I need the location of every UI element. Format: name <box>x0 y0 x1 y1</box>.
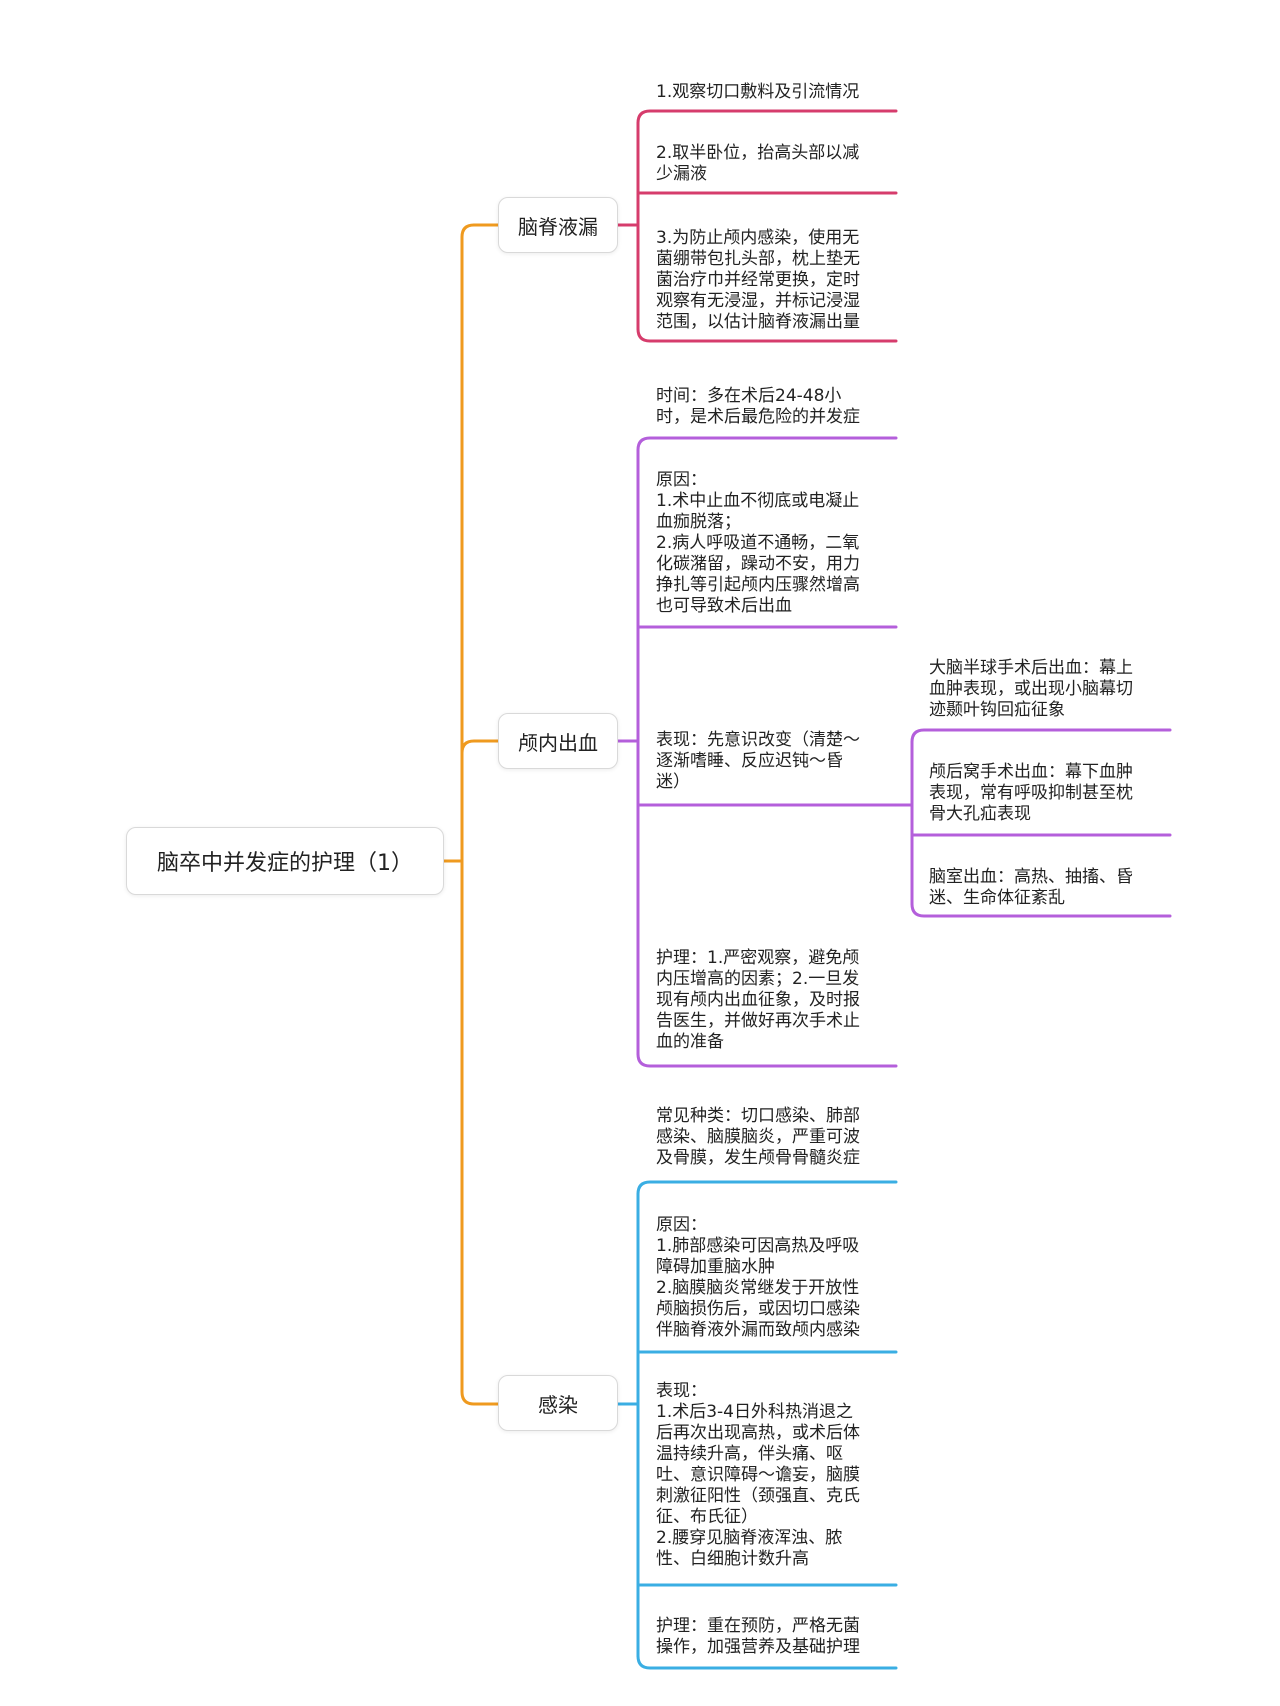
root-node[interactable]: 脑卒中并发症的护理（1） <box>126 827 444 895</box>
branch-infection[interactable]: 感染 <box>498 1375 618 1431</box>
branch-intracranial-hemorrhage[interactable]: 颅内出血 <box>498 713 618 769</box>
branch-2-underline-4 <box>636 1052 898 1068</box>
branch-1-underline-3 <box>636 327 898 343</box>
branch-3-underline-4 <box>636 1654 898 1670</box>
subleaf-hemisphere-bleed[interactable]: 大脑半球手术后出血：幕上 血肿表现，或出现小脑幕切 迹颞叶钩回疝征象 <box>929 658 1133 720</box>
leaf-infection-cause[interactable]: 原因： 1.肺部感染可因高热及呼吸 障碍加重脑水肿 2.脑膜脑炎常继发于开放性 … <box>656 1215 860 1340</box>
leaf-infection-care[interactable]: 护理：重在预防，严格无菌 操作，加强营养及基础护理 <box>656 1616 860 1657</box>
leaf-csf-1[interactable]: 1.观察切口敷料及引流情况 <box>656 82 860 102</box>
leaf-hemorrhage-time[interactable]: 时间：多在术后24-48小 时，是术后最危险的并发症 <box>656 386 860 427</box>
leaf-hemorrhage-signs[interactable]: 表现：先意识改变（清楚～ 逐渐嗜睡、反应迟钝～昏 迷） <box>656 730 860 792</box>
branch-3-underline-1 <box>636 1180 898 1196</box>
leaf-infection-signs[interactable]: 表现： 1.术后3-4日外科热消退之 后再次出现高热，或术后体 温持续升高，伴头… <box>656 1381 860 1569</box>
leaf-csf-2[interactable]: 2.取半卧位，抬高头部以减 少漏液 <box>656 143 860 184</box>
trunk-to-branch-2 <box>460 739 500 755</box>
subleaf-posterior-fossa-bleed[interactable]: 颅后窝手术出血：幕下血肿 表现，常有呼吸抑制甚至枕 骨大孔疝表现 <box>929 762 1133 824</box>
branch-2-underline-1 <box>636 436 898 452</box>
leaf-hemorrhage-cause[interactable]: 原因： 1.术中止血不彻底或电凝止 血痂脱落； 2.病人呼吸道不通畅，二氧 化碳… <box>656 470 860 616</box>
trunk-vertical <box>460 223 500 1406</box>
branch-1-underline-1 <box>636 109 898 125</box>
leaf-hemorrhage-care[interactable]: 护理：1.严密观察，避免颅 内压增高的因素；2.一旦发 现有颅内出血征象，及时报… <box>656 948 860 1052</box>
subbranch-underline-1 <box>910 728 1172 744</box>
subbranch-underline-3 <box>910 902 1172 918</box>
subleaf-ventricular-bleed[interactable]: 脑室出血：高热、抽搐、昏 迷、生命体征紊乱 <box>929 867 1133 908</box>
branch-csf-leak[interactable]: 脑脊液漏 <box>498 197 618 253</box>
leaf-csf-3[interactable]: 3.为防止颅内感染，使用无 菌绷带包扎头部，枕上垫无 菌治疗巾并经常更换，定时 … <box>656 228 860 332</box>
leaf-infection-types[interactable]: 常见种类：切口感染、肺部 感染、脑膜脑炎，严重可波 及骨膜，发生颅骨骨髓炎症 <box>656 1106 860 1168</box>
